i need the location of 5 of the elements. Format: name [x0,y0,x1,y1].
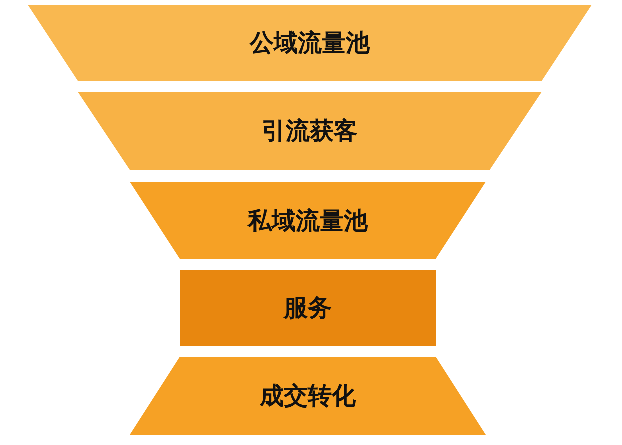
stage-label: 引流获客 [262,116,358,147]
stage-label: 私域流量池 [248,206,368,236]
stage-label: 成交转化 [260,381,356,412]
stage-label: 公域流量池 [250,28,370,59]
stage-label: 服务 [284,293,332,324]
